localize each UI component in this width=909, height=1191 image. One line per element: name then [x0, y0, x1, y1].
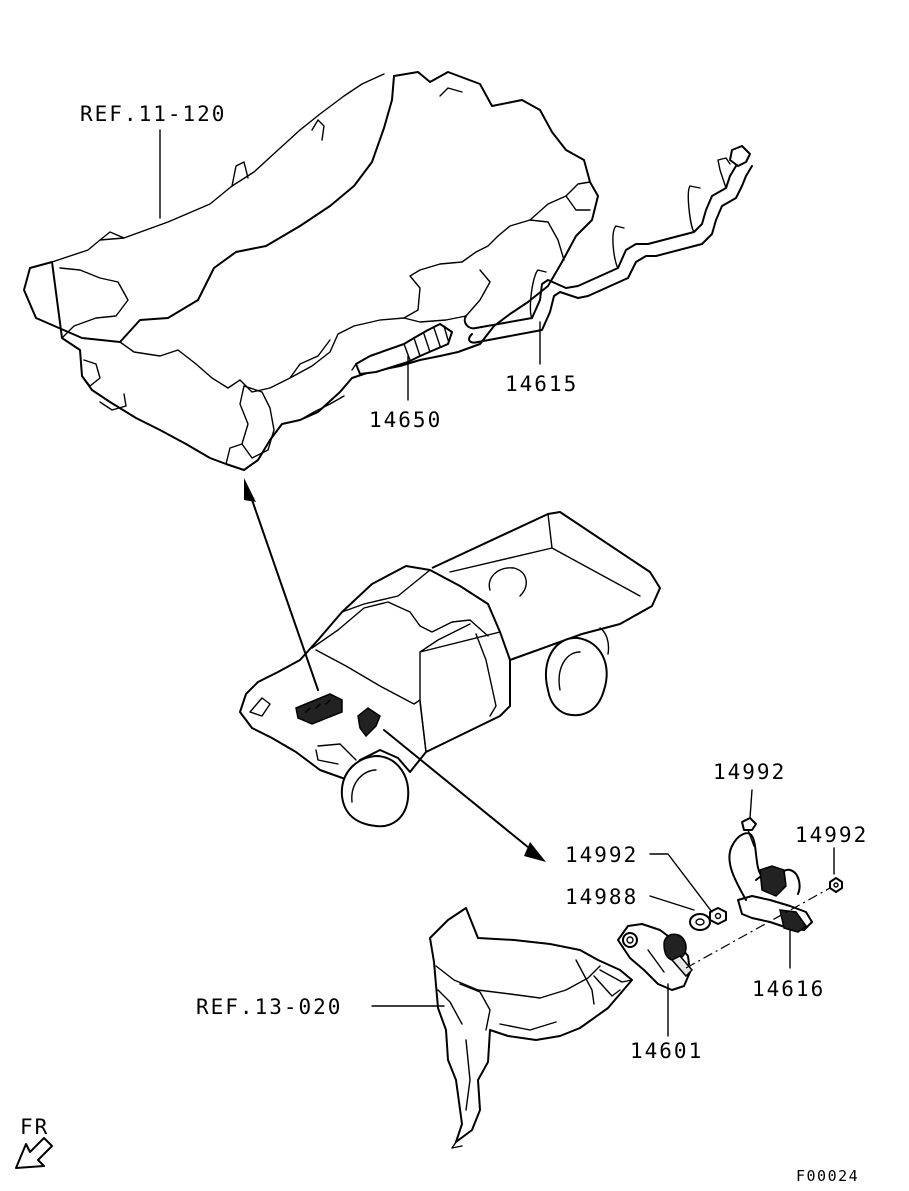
sensor-illustration — [617, 923, 694, 991]
label-ref-engine: REF.11-120 — [80, 102, 226, 126]
label-bracket-harness: 14616 — [752, 977, 825, 1001]
label-nut-right: 14992 — [795, 823, 868, 847]
label-glow-plug: 14650 — [369, 408, 442, 432]
flywheel-housing-illustration — [429, 907, 633, 1149]
callout-arrows — [244, 478, 546, 862]
leader-lines — [159, 129, 835, 1037]
pickup-truck-illustration — [239, 511, 661, 828]
glow-plug-illustration — [351, 323, 453, 375]
bracket-harness-illustration — [728, 817, 813, 933]
washer-illustration — [689, 913, 711, 931]
label-glow-plug-harness: 14615 — [505, 372, 578, 396]
nut-right-illustration — [829, 877, 843, 893]
assembly-centerline — [685, 887, 831, 969]
label-washer: 14988 — [565, 885, 638, 909]
front-direction-icon — [15, 1137, 53, 1169]
engine-block-illustration — [23, 71, 599, 471]
label-figure-id: F00024 — [796, 1167, 859, 1185]
glow-plug-harness-illustration — [463, 145, 753, 344]
label-nut-upper: 14992 — [713, 760, 786, 784]
label-nut-left: 14992 — [565, 843, 638, 867]
label-front-marker: FR — [20, 1115, 49, 1139]
label-ref-flywheel-housing: REF.13-020 — [196, 995, 342, 1019]
nut-left-illustration — [709, 907, 727, 925]
label-sensor: 14601 — [630, 1039, 703, 1063]
